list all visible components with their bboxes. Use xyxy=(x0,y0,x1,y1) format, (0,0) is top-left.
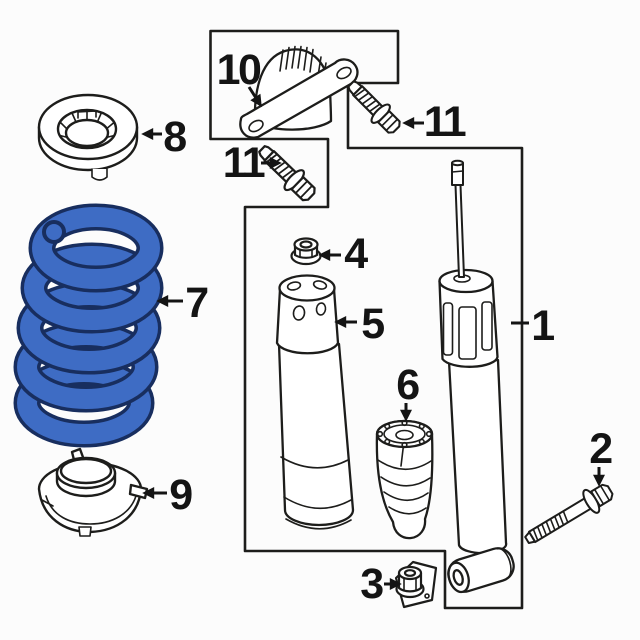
part-bolt-2 xyxy=(519,477,618,553)
part-upper-mount xyxy=(239,45,359,139)
callout-3-label: 3 xyxy=(360,560,383,608)
callout-7-label: 7 xyxy=(185,279,208,327)
callout-11-left: 11 xyxy=(223,139,282,187)
callout-5: 5 xyxy=(334,300,387,348)
callout-2: 2 xyxy=(589,425,615,487)
callout-10-arrow xyxy=(247,86,262,108)
callout-3: 3 xyxy=(360,560,402,608)
callout-4: 4 xyxy=(318,230,371,278)
part-lower-spring-seat xyxy=(37,447,149,537)
callout-4-label: 4 xyxy=(344,230,368,278)
callout-9-label: 9 xyxy=(169,471,192,519)
callout-9: 9 xyxy=(142,471,195,519)
callout-box-outline xyxy=(209,29,524,610)
callout-11-right-label: 11 xyxy=(424,98,466,146)
callout-10: 10 xyxy=(217,46,263,108)
part-nut-3 xyxy=(394,560,438,609)
callout-1-label: 1 xyxy=(531,302,554,350)
part-coil-spring xyxy=(13,203,164,448)
part-bump-stop xyxy=(375,419,434,540)
part-upper-spring-insulator xyxy=(37,93,139,181)
callout-5-label: 5 xyxy=(361,300,384,348)
part-nut-4 xyxy=(290,237,322,266)
callout-2-label: 2 xyxy=(589,425,612,473)
part-shock-absorber xyxy=(438,159,515,594)
callout-8-label: 8 xyxy=(163,113,186,161)
part-dust-boot xyxy=(275,274,355,530)
callout-6-label: 6 xyxy=(396,361,419,409)
callout-1: 1 xyxy=(511,302,557,350)
callout-6: 6 xyxy=(396,361,422,422)
callout-8: 8 xyxy=(141,113,189,161)
callout-11-left-label: 11 xyxy=(223,139,265,187)
callout-7: 7 xyxy=(156,279,211,327)
callout-10-label: 10 xyxy=(217,46,261,94)
callout-11-right: 11 xyxy=(402,98,468,146)
part-bolt-11-right xyxy=(341,74,406,139)
